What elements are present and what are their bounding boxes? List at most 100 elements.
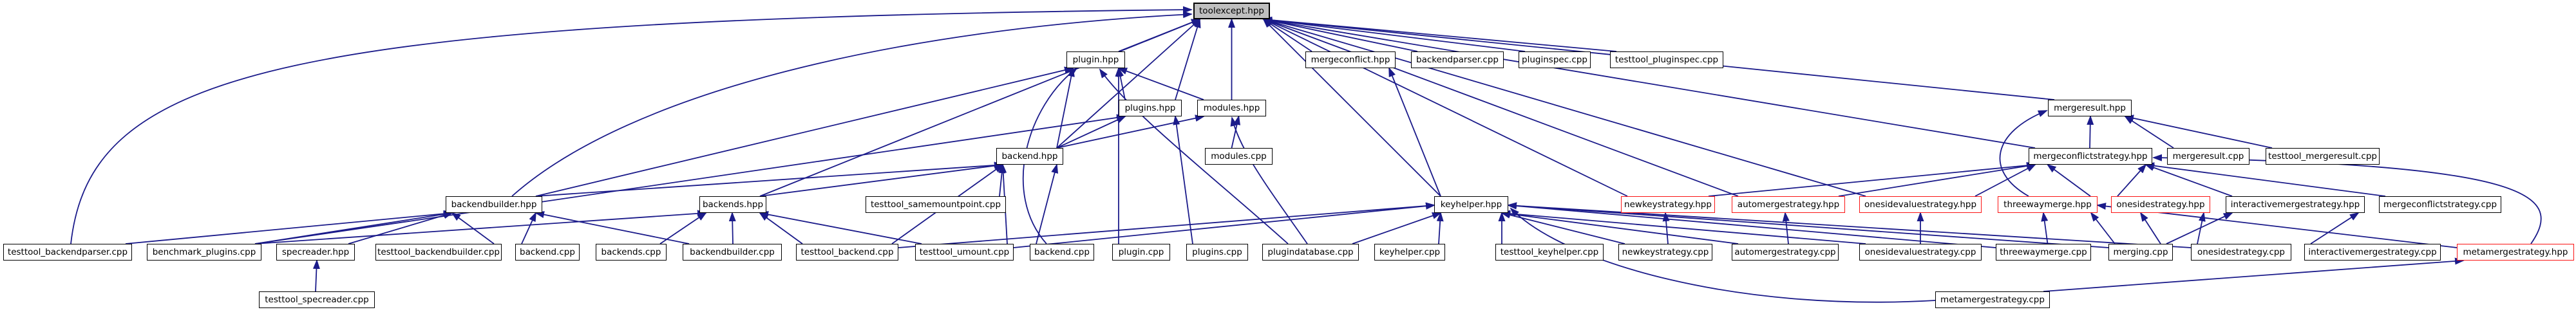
node-testtool-umount-cpp[interactable]: testtool_umount.cpp [915, 244, 1014, 261]
node-metamergestrategy-cpp[interactable]: metamergestrategy.cpp [1935, 291, 2050, 308]
edge-interactivemergestrategy_hpp-to-mergeconflictstrategy_hpp [2145, 164, 2233, 197]
node-backend-cpp-kdb[interactable]: backend.cpp [515, 244, 580, 261]
node-modules-cpp[interactable]: modules.cpp [1205, 148, 1273, 165]
node-backendbuilder-hpp[interactable]: backendbuilder.hpp [446, 196, 542, 213]
edge-backendbuilder_cpp-to-backends_hpp [728, 212, 736, 244]
edge-testtool_umount_cpp-to-backends_hpp [759, 211, 922, 244]
edge-pluginspec_cpp-to-toolexcept_hpp [1262, 17, 1526, 52]
edge-backend_hpp-to-plugin_hpp [1056, 67, 1075, 149]
node-interactivemergestrategy-hpp[interactable]: interactivemergestrategy.hpp [2226, 196, 2365, 213]
node-plugin-cpp[interactable]: plugin.cpp [1112, 244, 1170, 261]
edge-backend_cpp_kdb-to-backendbuilder_hpp [521, 212, 536, 244]
edge-benchmark_plugins_cpp-to-backends_hpp [254, 210, 707, 244]
edge-backendbuilder_hpp-to-backend_hpp [535, 161, 1004, 197]
node-benchmark-plugins-cpp[interactable]: benchmark_plugins.cpp [147, 244, 261, 261]
node-mergeconflict-hpp[interactable]: mergeconflict.hpp [1305, 51, 1396, 68]
edge-onesidevaluestrategy_hpp-to-mergeconflictstrategy_hpp [1975, 164, 2036, 197]
node-metamergestrategy-hpp[interactable]: metamergestrategy.hpp [2457, 244, 2574, 261]
edge-backend_hpp-to-toolexcept_hpp [1056, 18, 1201, 149]
edge-merging_cpp-to-threewaymerge_hpp [2090, 212, 2116, 244]
node-backendbuilder-cpp[interactable]: backendbuilder.cpp [683, 244, 782, 261]
node-backends-hpp[interactable]: backends.hpp [699, 196, 766, 213]
node-merging-cpp[interactable]: merging.cpp [2108, 244, 2173, 261]
edge-newkeystrategy_hpp-to-mergeconflictstrategy_hpp [1708, 161, 2036, 197]
edge-mergeconflictstrategy_hpp-to-toolexcept_hpp [1262, 17, 2036, 149]
node-newkeystrategy-hpp[interactable]: newkeystrategy.hpp [1621, 196, 1715, 213]
node-plugins-hpp[interactable]: plugins.hpp [1119, 100, 1182, 116]
node-automergestrategy-hpp[interactable]: automergestrategy.hpp [1732, 196, 1845, 213]
node-testtool-backendparser-cpp[interactable]: testtool_backendparser.cpp [3, 244, 132, 261]
node-mergeconflictstrategy-hpp[interactable]: mergeconflictstrategy.hpp [2029, 148, 2152, 165]
edge-metamergestrategy_cpp-to-metamergestrategy_hpp [2043, 257, 2465, 292]
edge-backendbuilder_hpp-to-toolexcept_hpp [511, 11, 1193, 197]
edge-backend_hpp-to-plugins_hpp [1056, 116, 1126, 149]
node-plugins-cpp[interactable]: plugins.cpp [1186, 244, 1248, 261]
edge-metamergestrategy_cpp-to-keyhelper_hpp [1510, 207, 1936, 303]
edge-onesidestrategy_hpp-to-mergeconflictstrategy_hpp [2117, 163, 2147, 197]
node-backend-hpp[interactable]: backend.hpp [996, 148, 1063, 165]
node-onesidevaluestrategy-cpp[interactable]: onesidevaluestrategy.cpp [1859, 244, 1982, 261]
node-modules-hpp[interactable]: modules.hpp [1197, 100, 1266, 116]
node-interactivemergestrategy-cpp[interactable]: interactivemergestrategy.cpp [2304, 244, 2441, 261]
edge-keyhelper_hpp-to-toolexcept_hpp [1262, 18, 1441, 197]
node-mergeresult-hpp[interactable]: mergeresult.hpp [2048, 100, 2132, 116]
edge-mergeconflictstrategy_cpp-to-mergeconflictstrategy_hpp [2145, 162, 2386, 197]
node-keyhelper-cpp[interactable]: keyhelper.cpp [1374, 244, 1445, 261]
edge-testtool_specreader_cpp-to-specreader_hpp [312, 259, 320, 292]
node-testtool-backend-cpp[interactable]: testtool_backend.cpp [796, 244, 898, 261]
edge-plugindatabase_cpp-to-modules_hpp [1230, 116, 1308, 244]
edge-mergeresult_cpp-to-mergeresult_hpp [2124, 115, 2174, 149]
node-threewaymerge-hpp[interactable]: threewaymerge.hpp [1998, 196, 2098, 213]
edge-specreader_hpp-to-backendbuilder_hpp [348, 212, 453, 244]
node-backend-cpp-lib[interactable]: backend.cpp [1030, 244, 1094, 261]
edge-testtool_backendparser_cpp-to-backendbuilder_hpp [125, 210, 453, 244]
node-toolexcept-hpp[interactable]: toolexcept.hpp [1193, 3, 1270, 19]
node-plugindatabase-cpp[interactable]: plugindatabase.cpp [1262, 244, 1359, 261]
edge-onesidevaluestrategy_hpp-to-toolexcept_hpp [1262, 18, 1866, 197]
edge-backend_cpp_lib-to-backend_hpp [1036, 163, 1059, 244]
node-testtool-backendbuilder-cpp[interactable]: testtool_backendbuilder.cpp [375, 244, 502, 261]
edge-testtool_backend_cpp-to-backends_hpp [759, 212, 803, 244]
edge-testtool_backendbuilder_cpp-to-backendbuilder_hpp [451, 212, 495, 244]
node-testtool-samemountpoint-cpp[interactable]: testtool_samemountpoint.cpp [866, 196, 1006, 213]
edge-benchmark_plugins_cpp-to-backendbuilder_hpp [254, 210, 453, 244]
node-specreader-hpp[interactable]: specreader.hpp [276, 244, 355, 261]
edge-keyhelper_cpp-to-keyhelper_hpp [1436, 212, 1444, 244]
node-testtool-specreader-cpp[interactable]: testtool_specreader.cpp [259, 291, 375, 308]
edge-keyhelper_hpp-to-mergeconflict_hpp [1388, 67, 1441, 197]
edge-newkeystrategy_hpp-to-toolexcept_hpp [1262, 19, 1628, 197]
edge-merging_cpp-to-keyhelper_hpp [1507, 202, 2109, 248]
node-threewaymerge-cpp[interactable]: threewaymerge.cpp [1996, 244, 2091, 261]
node-plugin-hpp[interactable]: plugin.hpp [1066, 51, 1125, 68]
edge-backendbuilder_hpp-to-plugin_hpp [535, 66, 1074, 197]
node-backends-cpp[interactable]: backends.cpp [596, 244, 667, 261]
node-onesidevaluestrategy-hpp[interactable]: onesidevaluestrategy.hpp [1859, 196, 1982, 213]
node-onesidestrategy-hpp[interactable]: onesidestrategy.hpp [2111, 196, 2210, 213]
edge-merging_cpp-to-onesidestrategy_hpp [2139, 212, 2161, 244]
node-backendparser-cpp[interactable]: backendparser.cpp [1411, 51, 1504, 68]
node-automergestrategy-cpp[interactable]: automergestrategy.cpp [1732, 244, 1839, 261]
node-testtool-pluginspec-cpp[interactable]: testtool_pluginspec.cpp [1610, 51, 1723, 68]
node-mergeconflictstrategy-cpp[interactable]: mergeconflictstrategy.cpp [2379, 196, 2501, 213]
edge-automergestrategy_cpp-to-keyhelper_hpp [1501, 210, 1739, 244]
edge-newkeystrategy_cpp-to-newkeystrategy_hpp [1662, 212, 1670, 244]
edge-testtool_mergeresult_cpp-to-mergeresult_hpp [2124, 115, 2273, 149]
node-pluginspec-cpp[interactable]: pluginspec.cpp [1519, 51, 1591, 68]
edge-testtool_backend_cpp-to-keyhelper_hpp [898, 202, 1435, 248]
node-onesidestrategy-cpp[interactable]: onesidestrategy.cpp [2191, 244, 2291, 261]
node-testtool-keyhelper-cpp[interactable]: testtool_keyhelper.cpp [1495, 244, 1604, 261]
edge-backends_hpp-to-toolexcept_hpp [759, 19, 1201, 197]
edge-benchmark_plugins_cpp-to-plugins_hpp [254, 114, 1126, 244]
edge-backendparser_cpp-to-toolexcept_hpp [1262, 17, 1418, 52]
node-mergeresult-cpp[interactable]: mergeresult.cpp [2167, 148, 2249, 165]
edge-plugins_cpp-to-plugins_hpp [1173, 115, 1193, 244]
edge-threewaymerge_cpp-to-keyhelper_hpp [1507, 202, 1996, 248]
edge-threewaymerge_hpp-to-mergeconflictstrategy_hpp [2046, 163, 2091, 197]
node-newkeystrategy-cpp[interactable]: newkeystrategy.cpp [1618, 244, 1712, 261]
edge-backends_hpp-to-backend_hpp [759, 162, 1004, 197]
node-testtool-mergeresult-cpp[interactable]: testtool_mergeresult.cpp [2266, 148, 2380, 165]
node-keyhelper-hpp[interactable]: keyhelper.hpp [1434, 196, 1508, 213]
edge-interactivemergestrategy_cpp-to-interactivemergestrategy_hpp [2310, 212, 2360, 244]
